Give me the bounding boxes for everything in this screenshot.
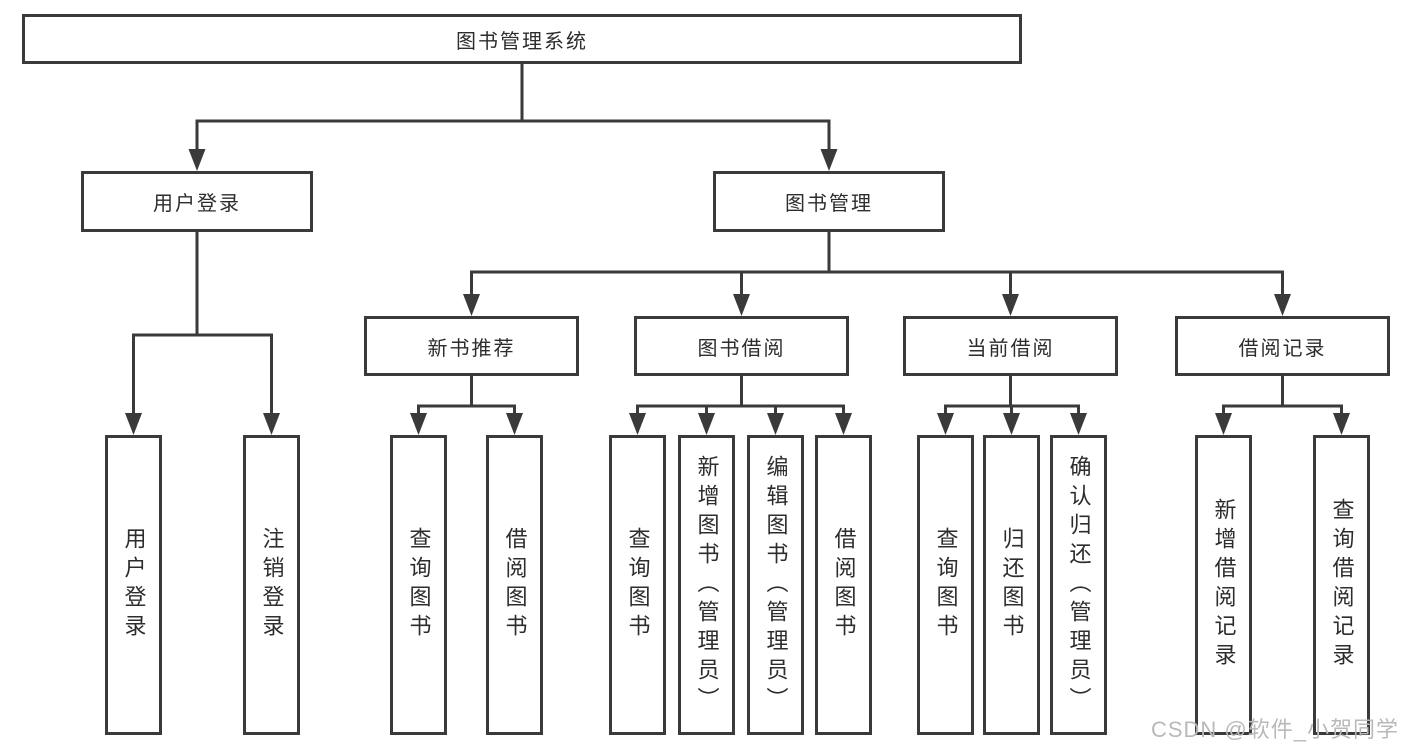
node-user-login: 用户登录: [81, 171, 313, 232]
leaf-return-books: 归还图书: [983, 435, 1040, 735]
node-current-borrowing: 当前借阅: [903, 316, 1118, 376]
leaf-user-login: 用户登录: [105, 435, 162, 735]
leaf-add-book-admin: 新增图书（管理员）: [678, 435, 735, 735]
connector-root: [188, 64, 838, 171]
connector-book-borrowing: [629, 376, 852, 435]
csdn-watermark: CSDN @软件_小贺同学: [1150, 717, 1399, 742]
connector-current-borrowing: [937, 376, 1087, 435]
leaf-query-borrow-record: 查询借阅记录: [1313, 435, 1370, 735]
leaf-borrow-books-recommend: 借阅图书: [486, 435, 543, 735]
connector-new-book-recommend: [410, 376, 523, 435]
leaf-query-books-recommend: 查询图书: [390, 435, 447, 735]
leaf-query-books-current: 查询图书: [917, 435, 974, 735]
connector-user-login: [125, 232, 280, 435]
node-book-borrowing: 图书借阅: [634, 316, 849, 376]
leaf-add-borrow-record: 新增借阅记录: [1195, 435, 1252, 735]
leaf-logout: 注销登录: [243, 435, 300, 735]
leaf-confirm-return-admin: 确认归还（管理员）: [1050, 435, 1107, 735]
node-new-book-recommend: 新书推荐: [364, 316, 579, 376]
node-book-management: 图书管理: [713, 171, 945, 232]
leaf-edit-book-admin: 编辑图书（管理员）: [747, 435, 804, 735]
node-borrowing-records: 借阅记录: [1175, 316, 1390, 376]
node-library-system: 图书管理系统: [22, 14, 1022, 64]
leaf-borrow-books-borrowing: 借阅图书: [815, 435, 872, 735]
connector-book-management: [463, 232, 1291, 316]
leaf-query-books-borrowing: 查询图书: [609, 435, 666, 735]
connector-borrowing-records: [1215, 376, 1350, 435]
